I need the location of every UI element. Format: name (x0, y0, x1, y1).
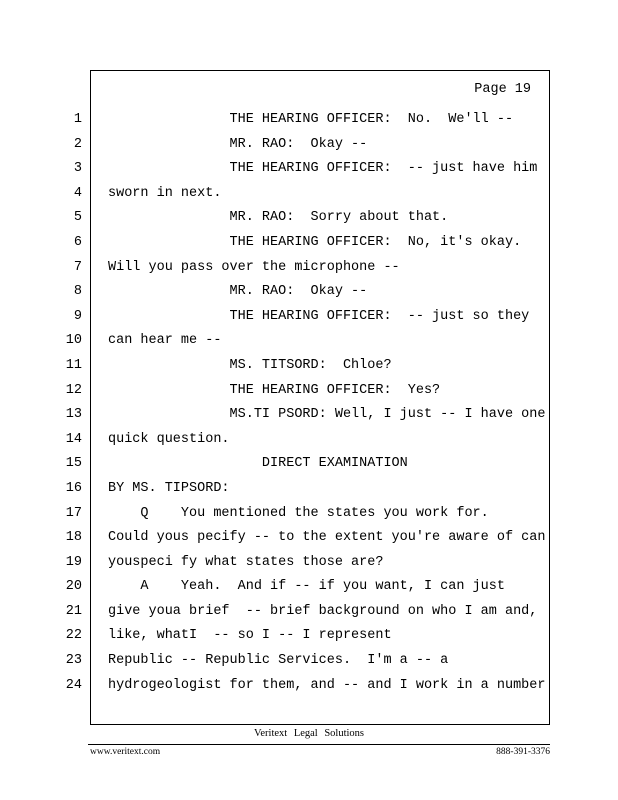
line-number: 24 (65, 677, 82, 693)
line-number: 8 (73, 284, 82, 300)
line-text: Will you pass over the microphone -- (108, 259, 400, 275)
line-number: 20 (65, 579, 82, 595)
transcript-line: 11 MS. TITSORD: Chloe? (0, 354, 618, 379)
transcript-line: 18 Could yous pecify -- to the extent you… (0, 526, 618, 551)
line-number: 11 (65, 357, 82, 373)
line-text: MR. RAO: Okay -- (108, 284, 368, 300)
transcript-line: 9 THE HEARING OFFICER: -- just so they (0, 305, 618, 330)
transcript-line: 10 can hear me -- (0, 329, 618, 354)
footer-brand: Veritext Legal Solutions (253, 728, 365, 739)
line-number: 22 (65, 628, 82, 644)
line-number: 3 (73, 161, 82, 177)
line-text: sworn in next. (108, 185, 222, 201)
transcript-line: 5 MR. RAO: Sorry about that. (0, 206, 618, 231)
line-text: DIRECT EXAMINATION (108, 456, 408, 472)
line-number: 15 (65, 456, 82, 472)
line-number: 17 (65, 505, 82, 521)
line-number: 4 (73, 185, 82, 201)
transcript-line: 22 like, whatI -- so I -- I represent (0, 624, 618, 649)
line-text: MR. RAO: Sorry about that. (108, 210, 449, 226)
line-number: 19 (65, 554, 82, 570)
line-text: hydrogeologist for them, and -- and I wo… (108, 677, 546, 693)
line-text: THE HEARING OFFICER: -- just so they (108, 308, 530, 324)
line-text: THE HEARING OFFICER: Yes? (108, 382, 441, 398)
footer-divider (88, 744, 550, 745)
line-number: 1 (73, 112, 82, 127)
line-number: 10 (65, 333, 82, 349)
transcript-line: 24 hydrogeologist for them, and -- and I … (0, 674, 618, 699)
footer-website-link[interactable]: www.veritext.com (90, 747, 161, 757)
transcript-lines: 1 THE HEARING OFFICER: No. We'll --2 MR.… (0, 108, 618, 698)
transcript-line: 12 THE HEARING OFFICER: Yes? (0, 379, 618, 404)
transcript-line: 17 Q You mentioned the states you work f… (0, 502, 618, 527)
line-text: MS. TITSORD: Chloe? (108, 357, 392, 373)
line-text: BY MS. TIPSORD: (108, 480, 230, 496)
transcript-line: 16 BY MS. TIPSORD: (0, 477, 618, 502)
line-number: 9 (73, 308, 82, 324)
line-number: 7 (73, 259, 82, 275)
line-text: youspeci fy what states those are? (108, 554, 384, 570)
transcript-line: 8 MR. RAO: Okay -- (0, 280, 618, 305)
line-number: 13 (65, 407, 82, 423)
transcript-line: 6 THE HEARING OFFICER: No, it's okay. (0, 231, 618, 256)
transcript-line: 19 youspeci fy what states those are? (0, 551, 618, 576)
line-number: 18 (65, 530, 82, 546)
line-text: like, whatI -- so I -- I represent (108, 628, 392, 644)
transcript-line: 15 DIRECT EXAMINATION (0, 452, 618, 477)
transcript-line: 23 Republic -- Republic Services. I'm a -… (0, 649, 618, 674)
line-text: THE HEARING OFFICER: No, it's okay. (108, 234, 522, 250)
line-text: A Yeah. And if -- if you want, I can jus… (108, 579, 505, 595)
line-number: 6 (73, 234, 82, 250)
transcript-line: 14 quick question. (0, 428, 618, 453)
line-text: THE HEARING OFFICER: No. We'll -- (108, 112, 514, 127)
transcript-line: 2 MR. RAO: Okay -- (0, 133, 618, 158)
line-text: quick question. (108, 431, 230, 447)
line-number: 5 (73, 210, 82, 226)
footer-phone: 888-391-3376 (496, 747, 550, 757)
transcript-border-box: Page 19 (90, 70, 550, 725)
line-text: can hear me -- (108, 333, 222, 349)
transcript-line: 13 MS.TI PSORD: Well, I just -- I have o… (0, 403, 618, 428)
line-text: Q You mentioned the states you work for. (108, 505, 489, 521)
line-number: 2 (73, 136, 82, 152)
line-text: THE HEARING OFFICER: -- just have him (108, 161, 538, 177)
line-number: 12 (65, 382, 82, 398)
line-text: MR. RAO: Okay -- (108, 136, 368, 152)
line-text: MS.TI PSORD: Well, I just -- I have one (108, 407, 546, 423)
line-number: 21 (65, 603, 82, 619)
transcript-line: 20 A Yeah. And if -- if you want, I can … (0, 575, 618, 600)
page-number-label: Page 19 (474, 82, 531, 97)
line-text: Republic -- Republic Services. I'm a -- … (108, 653, 449, 669)
line-number: 16 (65, 480, 82, 496)
line-text: Could yous pecify -- to the extent you'r… (108, 530, 546, 546)
line-number: 14 (65, 431, 82, 447)
line-number: 23 (65, 653, 82, 669)
transcript-line: 1 THE HEARING OFFICER: No. We'll -- (0, 108, 618, 133)
line-text: give youa brief -- brief background on w… (108, 603, 538, 619)
transcript-line: 4 sworn in next. (0, 182, 618, 207)
transcript-line: 3 THE HEARING OFFICER: -- just have him (0, 157, 618, 182)
transcript-line: 21 give youa brief -- brief background on… (0, 600, 618, 625)
transcript-line: 7 Will you pass over the microphone -- (0, 256, 618, 281)
